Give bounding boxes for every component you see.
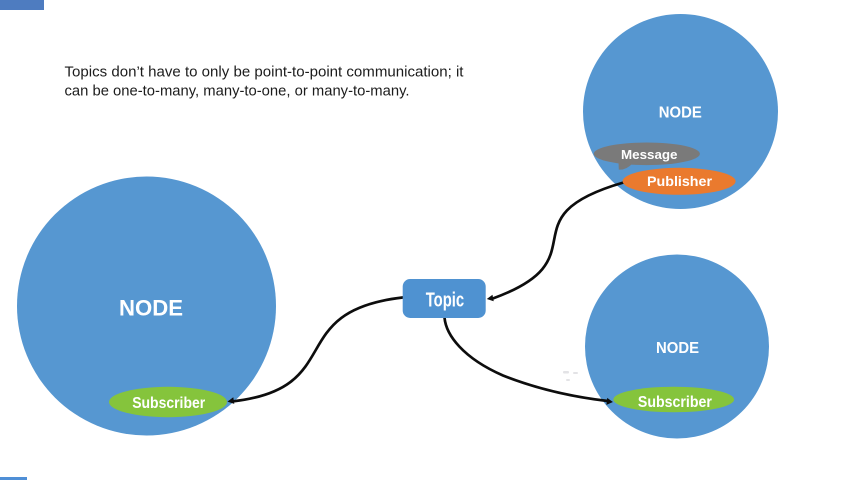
svg-text:NODE: NODE [119, 296, 183, 321]
svg-text:Publisher: Publisher [647, 173, 713, 189]
svg-text:Topic: Topic [426, 289, 465, 311]
svg-text:NODE: NODE [656, 340, 699, 357]
svg-text:NODE: NODE [659, 105, 702, 122]
svg-text:Subscriber: Subscriber [132, 395, 205, 412]
svg-text:can be one-to-many, many-to-on: can be one-to-many, many-to-one, or many… [65, 83, 410, 99]
svg-text:Message: Message [621, 147, 678, 162]
svg-text:Subscriber: Subscriber [638, 394, 712, 411]
svg-text:Topics don’t have to only be p: Topics don’t have to only be point-to-po… [65, 65, 464, 81]
